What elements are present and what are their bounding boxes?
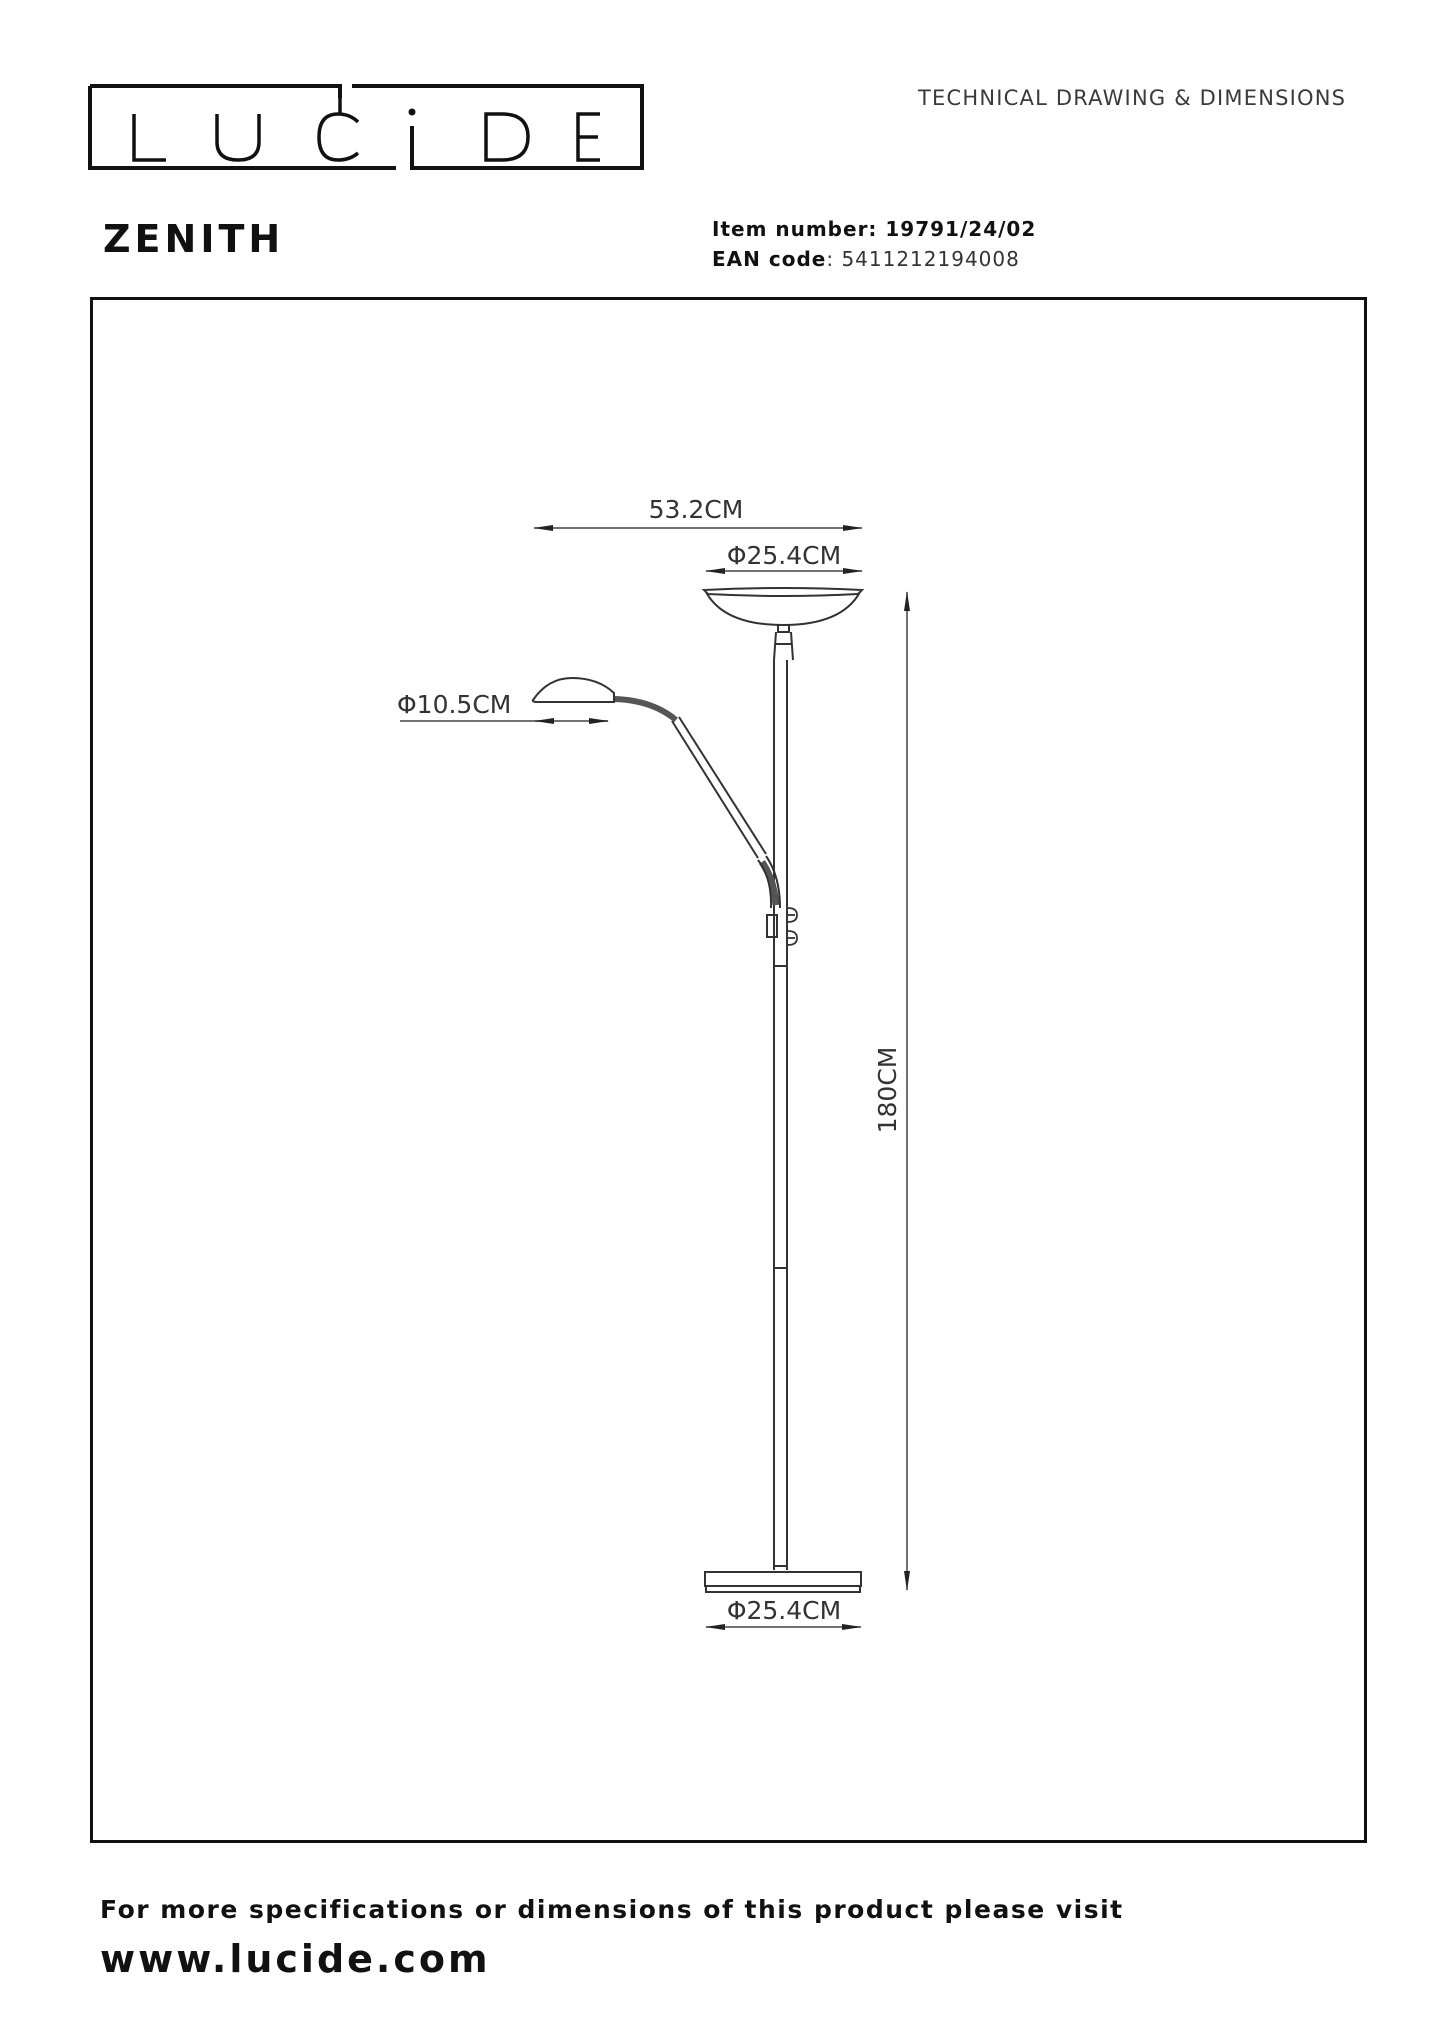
ean-label: EAN code (712, 247, 827, 271)
dimension-label-height: 180CM (873, 1047, 902, 1134)
footer-note: For more specifications or dimensions of… (100, 1895, 1124, 1924)
lamp-base (704, 1565, 862, 1593)
item-number-row: Item number: 19791/24/02 (712, 214, 1036, 244)
dimension-label-top-shade: Φ25.4CM (727, 541, 841, 570)
dimension-total-width: 53.2CM (533, 495, 863, 531)
product-meta: Item number: 19791/24/02 EAN code: 54112… (712, 214, 1036, 274)
dimension-label-total-width: 53.2CM (649, 495, 744, 524)
ean-row: EAN code: 5411212194008 (712, 244, 1036, 274)
ean-value: 5411212194008 (841, 247, 1020, 271)
dimension-height: 180CM (873, 591, 910, 1591)
dimension-label-reading-shade: Φ10.5CM (397, 690, 511, 719)
lamp-stem (773, 660, 788, 1570)
item-number-label: Item number: (712, 217, 886, 241)
dimension-reading-shade: Φ10.5CM (397, 690, 609, 724)
reading-arm (613, 696, 781, 938)
switch-knobs (787, 907, 798, 946)
dimension-base: Φ25.4CM (705, 1596, 862, 1630)
dimension-label-base: Φ25.4CM (727, 1596, 841, 1625)
item-number-value: 19791/24/02 (885, 217, 1037, 241)
website-link[interactable]: www.lucide.com (100, 1937, 491, 1981)
ean-separator: : (826, 247, 842, 271)
lucide-logo (88, 82, 644, 172)
product-name: ZENITH (103, 217, 285, 261)
lucide-logo-mark (88, 84, 644, 170)
dimension-top-shade: Φ25.4CM (705, 541, 863, 574)
reading-shade (531, 676, 615, 703)
uplighter-shade (701, 587, 865, 661)
document-heading: TECHNICAL DRAWING & DIMENSIONS (918, 86, 1347, 110)
technical-drawing-frame (90, 297, 1367, 1843)
